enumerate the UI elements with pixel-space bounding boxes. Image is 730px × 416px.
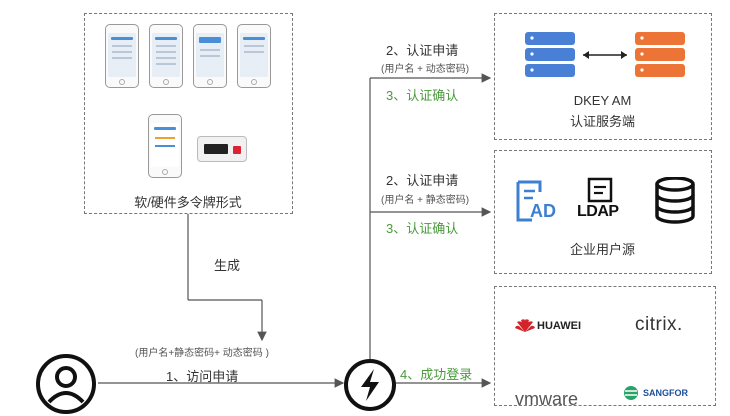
ldap-step3-label: 3、认证确认	[386, 221, 459, 236]
flow-lines	[98, 73, 492, 388]
ldap-step2-label: 2、认证申请	[386, 173, 459, 188]
user-icon	[36, 354, 96, 414]
blue-server-icon	[525, 32, 575, 77]
phone-app-3	[193, 24, 227, 88]
orange-server-icon	[635, 32, 685, 77]
ldap-icon: LDAP	[575, 177, 625, 225]
ad-icon: AD	[515, 179, 557, 223]
user-source-caption: 企业用户源	[569, 242, 635, 257]
ldap-step2-note: (用户名 + 静态密码)	[381, 195, 470, 206]
am-step2-note: (用户名 + 动态密码)	[381, 64, 470, 75]
lightning-hub-icon	[344, 359, 396, 411]
database-icon	[655, 177, 695, 224]
generate-label: 生成	[214, 258, 241, 273]
phone-app-1	[105, 24, 139, 88]
token-forms-caption: 软/硬件多令牌形式	[134, 195, 242, 210]
am-step2-label: 2、认证申请	[386, 43, 459, 58]
phone-app-2	[149, 24, 183, 88]
sangfor-text: SANGFOR	[643, 388, 688, 398]
credentials-note: (用户名+静态密码+ 动态密码 )	[135, 348, 269, 359]
sync-arrow-icon	[583, 51, 627, 59]
huawei-text: HUAWEI	[537, 320, 581, 332]
hardware-token	[197, 136, 247, 162]
citrix-logo: citrix.	[635, 314, 683, 335]
ad-text: AD	[530, 201, 556, 221]
phone-app-5	[148, 114, 182, 178]
token-forms-box: 软/硬件多令牌形式	[84, 13, 293, 214]
am-step3-label: 3、认证确认	[386, 88, 459, 103]
vendors-box: HUAWEI citrix. vmware SANGFOR	[494, 286, 716, 409]
auth-server-box: DKEY AM 认证服务端	[494, 13, 712, 140]
step1-access-request: 1、访问申请	[166, 369, 239, 384]
step4-login-success: 4、成功登录	[400, 367, 473, 382]
server-stack-icons	[525, 32, 685, 77]
user-source-box: AD LDAP 企业用户源	[494, 150, 712, 274]
ldap-text: LDAP	[577, 203, 619, 220]
auth-server-caption: 认证服务端	[569, 114, 635, 129]
auth-server-name: DKEY AM	[573, 93, 632, 108]
phone-app-4	[237, 24, 271, 88]
